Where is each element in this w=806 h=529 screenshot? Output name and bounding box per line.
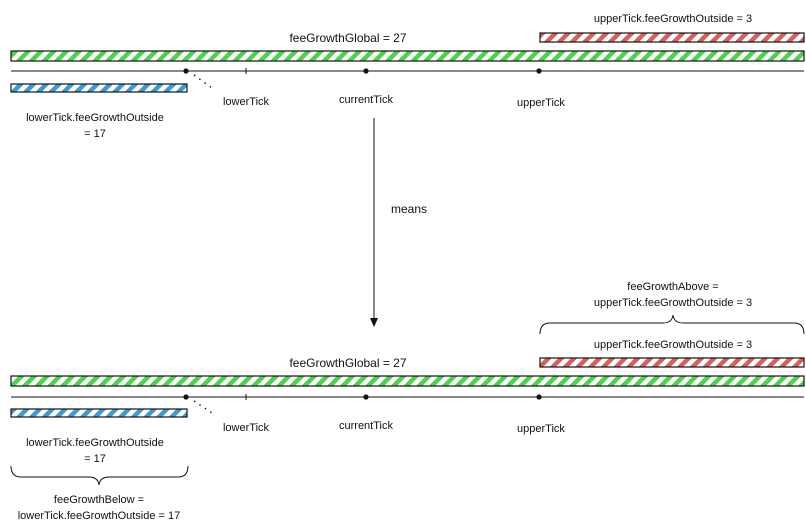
bottom-upper-tick-label: upperTick	[517, 423, 565, 435]
bottom-upper-outside-label: upperTick.feeGrowthOutside = 3	[594, 339, 752, 351]
top-global-bar	[10, 50, 805, 62]
bottom-lower-tick-dot	[183, 394, 189, 400]
bottom-global-bar	[10, 375, 805, 387]
bottom-current-tick-label: currentTick	[339, 420, 393, 432]
top-current-tick-label: currentTick	[339, 94, 393, 106]
bottom-fee-growth-above-line1: feeGrowthAbove =	[627, 281, 718, 293]
arrow-label: means	[391, 202, 427, 216]
bottom-upper-outside-bar	[539, 357, 805, 368]
bottom-lower-outside-bar	[10, 408, 188, 418]
top-lower-outside-label-line1: lowerTick.feeGrowthOutside	[26, 112, 164, 124]
top-upper-tick-dot	[536, 68, 542, 74]
arrow-head-icon	[370, 318, 378, 327]
bottom-lower-tick-dotted-leader	[193, 400, 213, 414]
fee-growth-below-brace	[10, 465, 189, 486]
top-upper-outside-label: upperTick.feeGrowthOutside = 3	[594, 13, 752, 25]
bottom-lower-tick-label: lowerTick	[223, 422, 270, 434]
top-lower-tick-dotted-leader	[193, 74, 213, 89]
top-lower-tick-dot	[183, 68, 189, 74]
bottom-current-tick-dot	[363, 394, 369, 400]
bottom-fee-growth-below-line1: feeGrowthBelow =	[54, 494, 144, 506]
bottom-fee-growth-global-label: feeGrowthGlobal = 27	[289, 356, 406, 370]
top-section: feeGrowthGlobal = 27 upperTick.feeGrowth…	[10, 13, 805, 140]
top-lower-tick-label: lowerTick	[223, 96, 270, 108]
bottom-section: feeGrowthAbove = upperTick.feeGrowthOuts…	[10, 281, 805, 522]
top-upper-tick-label: upperTick	[517, 97, 565, 109]
bottom-upper-tick-dot	[536, 394, 542, 400]
bottom-fee-growth-below-line2: lowerTick.feeGrowthOutside = 17	[18, 510, 181, 522]
bottom-lower-outside-label-line2: = 17	[84, 453, 106, 465]
top-fee-growth-global-label: feeGrowthGlobal = 27	[289, 31, 406, 45]
means-arrow: means	[370, 118, 427, 327]
bottom-lower-outside-label-line1: lowerTick.feeGrowthOutside	[26, 437, 164, 449]
top-current-tick-dot	[363, 68, 369, 74]
top-lower-outside-label-line2: = 17	[84, 128, 106, 140]
fee-growth-above-brace	[539, 314, 805, 335]
top-lower-outside-bar	[10, 83, 188, 93]
bottom-fee-growth-above-line2: upperTick.feeGrowthOutside = 3	[594, 297, 752, 309]
top-upper-outside-bar	[539, 32, 805, 43]
